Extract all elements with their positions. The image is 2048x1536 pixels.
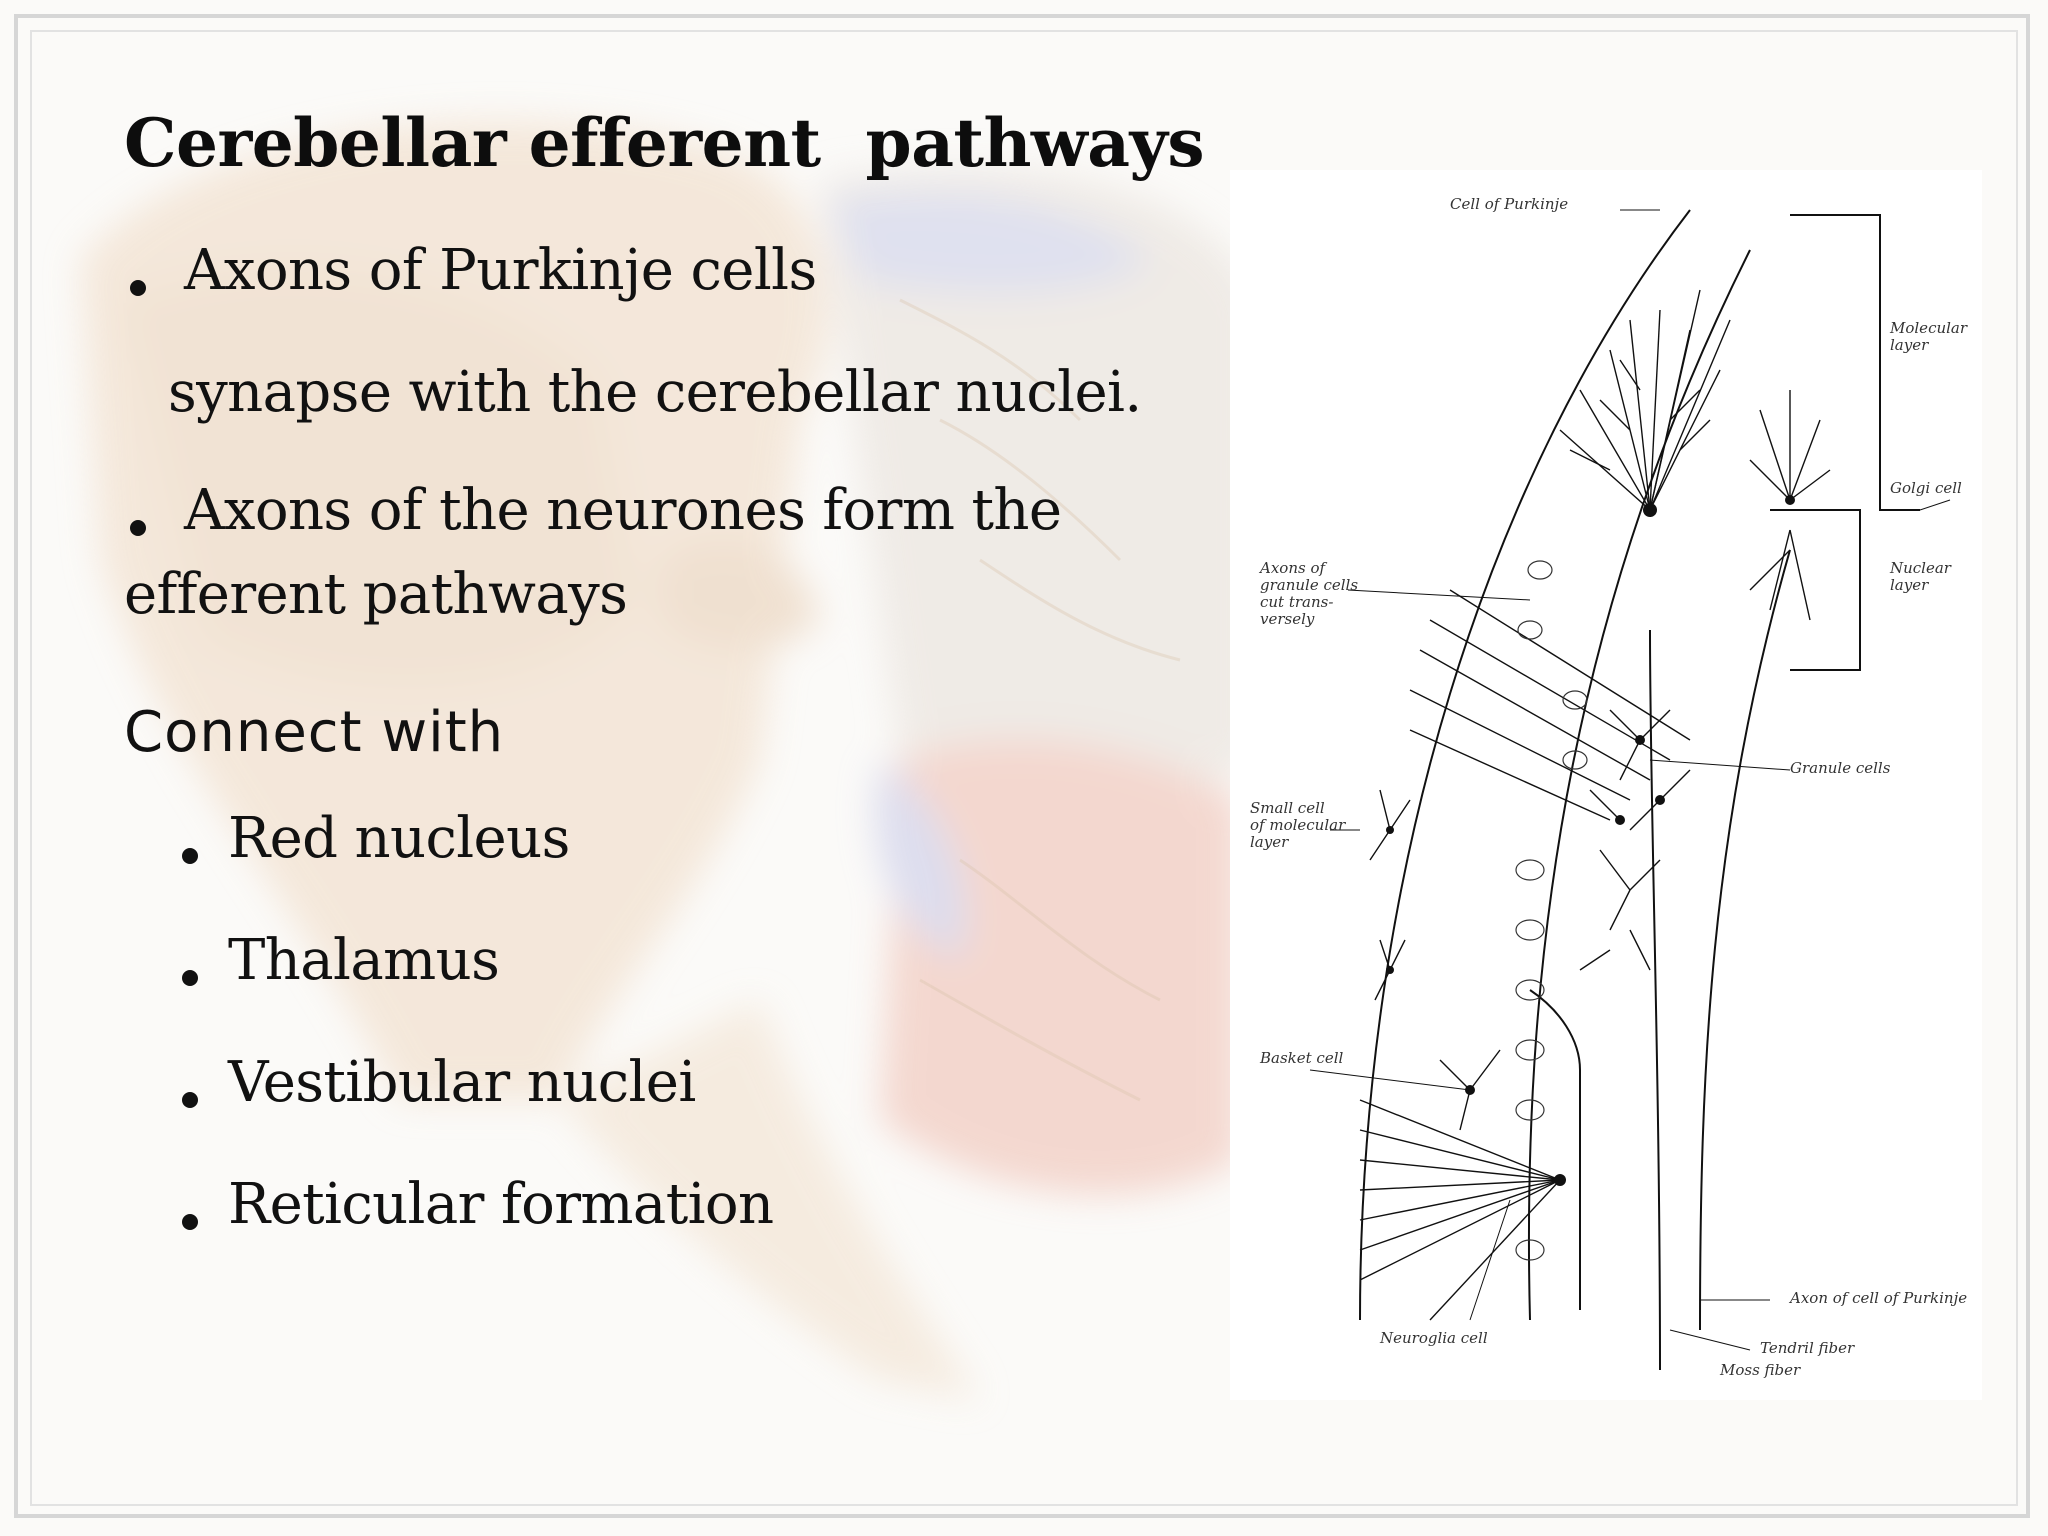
bullet-dot (182, 970, 198, 986)
bullet-1-line-2: synapse with the cerebellar nuclei. (168, 360, 1142, 425)
figure-label-basket-cell: Basket cell (1260, 1049, 1344, 1067)
figure-label-granule-cells: Granule cells (1790, 759, 1891, 777)
figure-label-molecular-layer: Molecular layer (1890, 319, 1968, 354)
figure-label-nuclear-layer: Nuclear layer (1890, 559, 1951, 594)
bullet-dot (130, 520, 146, 536)
slide-frame-outer (14, 14, 2030, 1518)
figure-label-purkinje-cell: Cell of Purkinje (1450, 195, 1569, 213)
bullet-2-line-1: Axons of the neurones form the (184, 478, 1062, 543)
connection-item-reticular-formation: Reticular formation (228, 1172, 774, 1237)
connection-item-red-nucleus: Red nucleus (228, 806, 570, 871)
bullet-dot (182, 848, 198, 864)
bullet-2-line-2: efferent pathways (124, 562, 628, 627)
figure-label-axon-purkinje: Axon of cell of Purkinje (1790, 1289, 1968, 1307)
figure-label-axons-granule: Axons of granule cells cut trans- versel… (1260, 559, 1359, 628)
bullet-dot (182, 1092, 198, 1108)
bullet-dot (130, 280, 146, 296)
figure-label-moss-fiber: Moss fiber (1720, 1361, 1801, 1379)
bullet-dot (182, 1214, 198, 1230)
connection-item-vestibular-nuclei: Vestibular nuclei (228, 1050, 696, 1115)
figure-label-tendril-fiber: Tendril fiber (1760, 1339, 1855, 1357)
figure-label-golgi-cell: Golgi cell (1890, 479, 1962, 497)
slide-title: Cerebellar efferent pathways (124, 104, 1205, 182)
figure-label-neuroglia-cell: Neuroglia cell (1380, 1329, 1488, 1347)
slide-frame-inner (30, 30, 2018, 1506)
connection-item-thalamus: Thalamus (228, 928, 500, 993)
neuron-diagram (1309, 209, 1951, 1371)
figure-label-small-cell: Small cell of molecular layer (1250, 799, 1346, 851)
cerebellar-cortex-figure: Cell of Purkinje Molecular layer Golgi c… (1230, 170, 1982, 1400)
connect-with-label: Connect with (124, 700, 505, 765)
bullet-1-line-1: Axons of Purkinje cells (184, 238, 817, 303)
